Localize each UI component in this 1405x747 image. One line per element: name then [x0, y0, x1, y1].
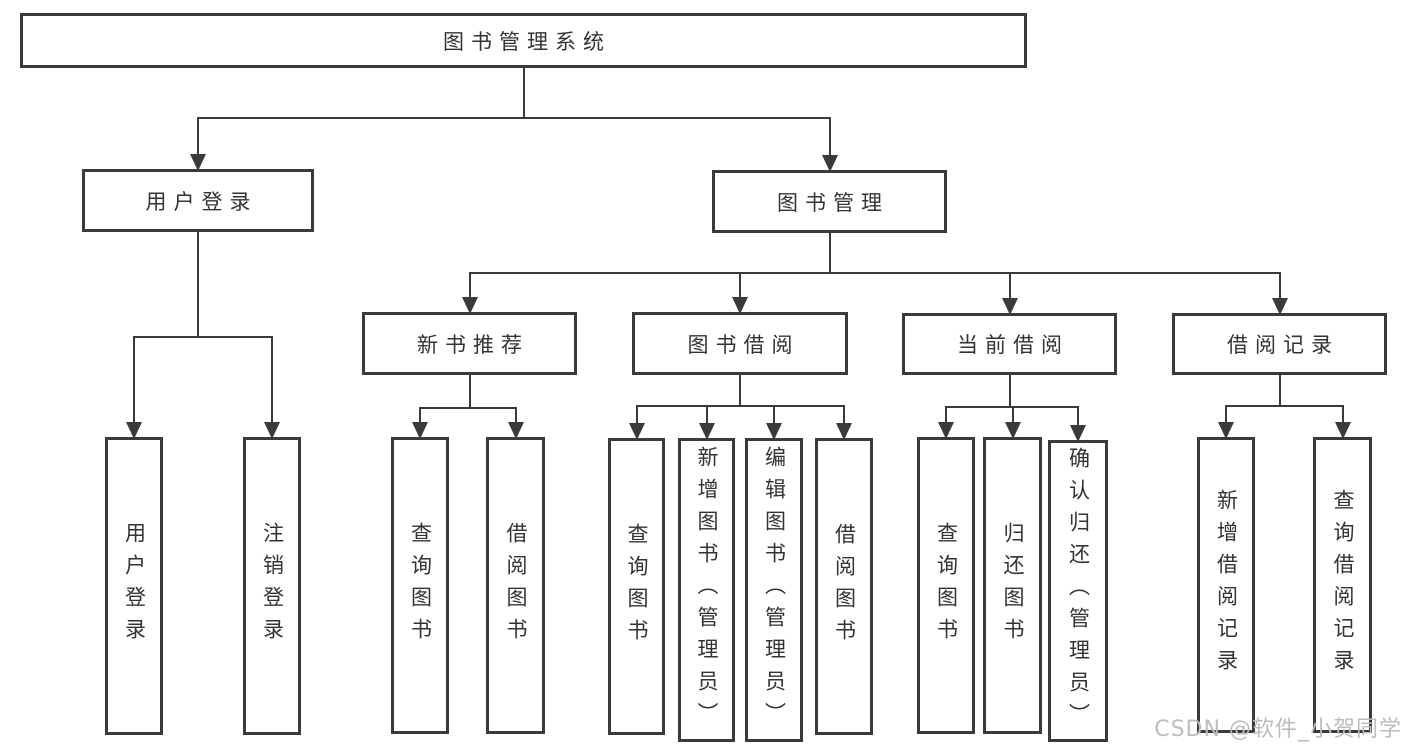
arrow-icon-book-mgmt — [822, 155, 838, 172]
node-bb-add: 新增图书（管理员） — [678, 438, 735, 742]
connector-stem-borrow-records — [1279, 375, 1281, 407]
arrow-icon-bb-add — [699, 423, 715, 440]
node-root: 图书管理系统 — [20, 13, 1027, 68]
connector-drop-user-login-menu — [197, 117, 199, 169]
arrow-icon-nb-borrow — [508, 422, 524, 439]
connector-bus-root — [197, 117, 831, 119]
node-label-cb-confirm: 确认归还（管理员） — [1066, 447, 1091, 735]
node-label-new-books: 新书推荐 — [417, 332, 529, 357]
arrow-icon-bb-edit — [766, 423, 782, 440]
connector-drop-borrow-records — [1279, 272, 1281, 313]
arrow-icon-bb-query — [629, 423, 645, 440]
node-user-login-menu: 用户登录 — [82, 169, 314, 232]
node-label-root: 图书管理系统 — [443, 29, 611, 54]
connector-stem-root — [523, 68, 525, 119]
node-bb-query: 查询图书 — [608, 438, 665, 735]
node-label-cb-query: 查询图书 — [934, 521, 959, 650]
node-label-book-mgmt: 图书管理 — [777, 190, 889, 215]
connector-drop-bb-borrow — [843, 405, 845, 438]
connector-bus-book-borrow — [636, 405, 845, 407]
connector-drop-user-login — [133, 336, 135, 437]
node-current-borrow: 当前借阅 — [902, 313, 1117, 375]
connector-drop-book-borrow — [739, 272, 741, 312]
arrow-icon-borrow-records — [1272, 298, 1288, 315]
arrow-icon-user-login — [126, 422, 142, 439]
connector-stem-book-borrow — [739, 375, 741, 407]
csdn-watermark: CSDN @软件_小贺同学 — [1154, 717, 1402, 742]
node-br-add: 新增借阅记录 — [1197, 437, 1255, 733]
arrow-icon-cb-return — [1005, 422, 1021, 439]
arrow-icon-br-query — [1335, 422, 1351, 439]
node-bb-borrow: 借阅图书 — [815, 438, 873, 735]
connector-drop-br-add — [1225, 405, 1227, 437]
node-label-borrow-records: 借阅记录 — [1227, 333, 1339, 357]
node-label-br-add: 新增借阅记录 — [1214, 489, 1239, 681]
node-bb-edit: 编辑图书（管理员） — [745, 438, 803, 742]
connector-stem-new-books — [469, 375, 471, 409]
node-label-bb-add: 新增图书（管理员） — [695, 446, 719, 734]
node-book-borrow: 图书借阅 — [632, 312, 848, 375]
connector-drop-bb-query — [636, 405, 638, 438]
arrow-icon-user-login-menu — [190, 154, 206, 171]
node-label-user-login-menu: 用户登录 — [145, 189, 258, 214]
arrow-icon-new-books — [462, 297, 478, 314]
arrow-icon-cb-query — [938, 422, 954, 439]
arrow-icon-nb-query — [412, 422, 428, 439]
connector-drop-cb-confirm — [1077, 406, 1079, 440]
connector-drop-cb-query — [945, 406, 947, 437]
connector-drop-br-query — [1342, 405, 1344, 437]
connector-drop-book-mgmt — [829, 117, 831, 170]
node-label-cb-return: 归还图书 — [1001, 521, 1025, 650]
arrow-icon-bb-borrow — [836, 423, 852, 440]
node-cb-query: 查询图书 — [917, 437, 975, 734]
connector-bus-book-mgmt — [469, 272, 1281, 274]
arrow-icon-book-borrow — [732, 297, 748, 314]
connector-drop-new-books — [469, 272, 471, 312]
connector-drop-bb-edit — [773, 405, 775, 438]
node-user-login: 用户登录 — [105, 437, 163, 735]
node-cb-confirm: 确认归还（管理员） — [1048, 440, 1108, 742]
arrow-icon-br-add — [1218, 422, 1234, 439]
connector-stem-user-login-menu — [197, 232, 199, 338]
node-cb-return: 归还图书 — [983, 437, 1042, 734]
node-label-current-borrow: 当前借阅 — [957, 333, 1069, 357]
node-br-query: 查询借阅记录 — [1313, 437, 1372, 733]
connector-drop-current-borrow — [1009, 272, 1011, 313]
node-user-logout: 注销登录 — [243, 437, 301, 735]
connector-drop-bb-add — [706, 405, 708, 438]
arrow-icon-user-logout — [264, 422, 280, 439]
node-label-bb-query: 查询图书 — [625, 522, 649, 651]
node-label-book-borrow: 图书借阅 — [687, 332, 800, 357]
connector-stem-current-borrow — [1009, 375, 1011, 408]
node-borrow-records: 借阅记录 — [1172, 313, 1387, 375]
arrow-icon-cb-confirm — [1070, 425, 1086, 442]
node-label-user-login: 用户登录 — [122, 522, 147, 650]
node-nb-query: 查询图书 — [391, 437, 449, 734]
node-label-nb-query: 查询图书 — [408, 521, 433, 650]
connector-drop-cb-return — [1012, 406, 1014, 437]
node-nb-borrow: 借阅图书 — [486, 437, 545, 734]
node-label-bb-borrow: 借阅图书 — [832, 522, 857, 651]
arrow-icon-current-borrow — [1002, 298, 1018, 315]
node-new-books: 新书推荐 — [362, 312, 577, 375]
node-label-br-query: 查询借阅记录 — [1331, 489, 1355, 681]
node-label-bb-edit: 编辑图书（管理员） — [762, 446, 787, 734]
node-book-mgmt: 图书管理 — [712, 170, 947, 233]
connector-drop-user-logout — [271, 336, 273, 437]
node-label-nb-borrow: 借阅图书 — [504, 521, 528, 650]
node-label-user-logout: 注销登录 — [260, 522, 285, 650]
connector-stem-book-mgmt — [829, 233, 831, 274]
connector-bus-borrow-records — [1225, 405, 1344, 407]
connector-bus-user-login-menu — [133, 336, 273, 338]
connector-bus-new-books — [419, 407, 517, 409]
